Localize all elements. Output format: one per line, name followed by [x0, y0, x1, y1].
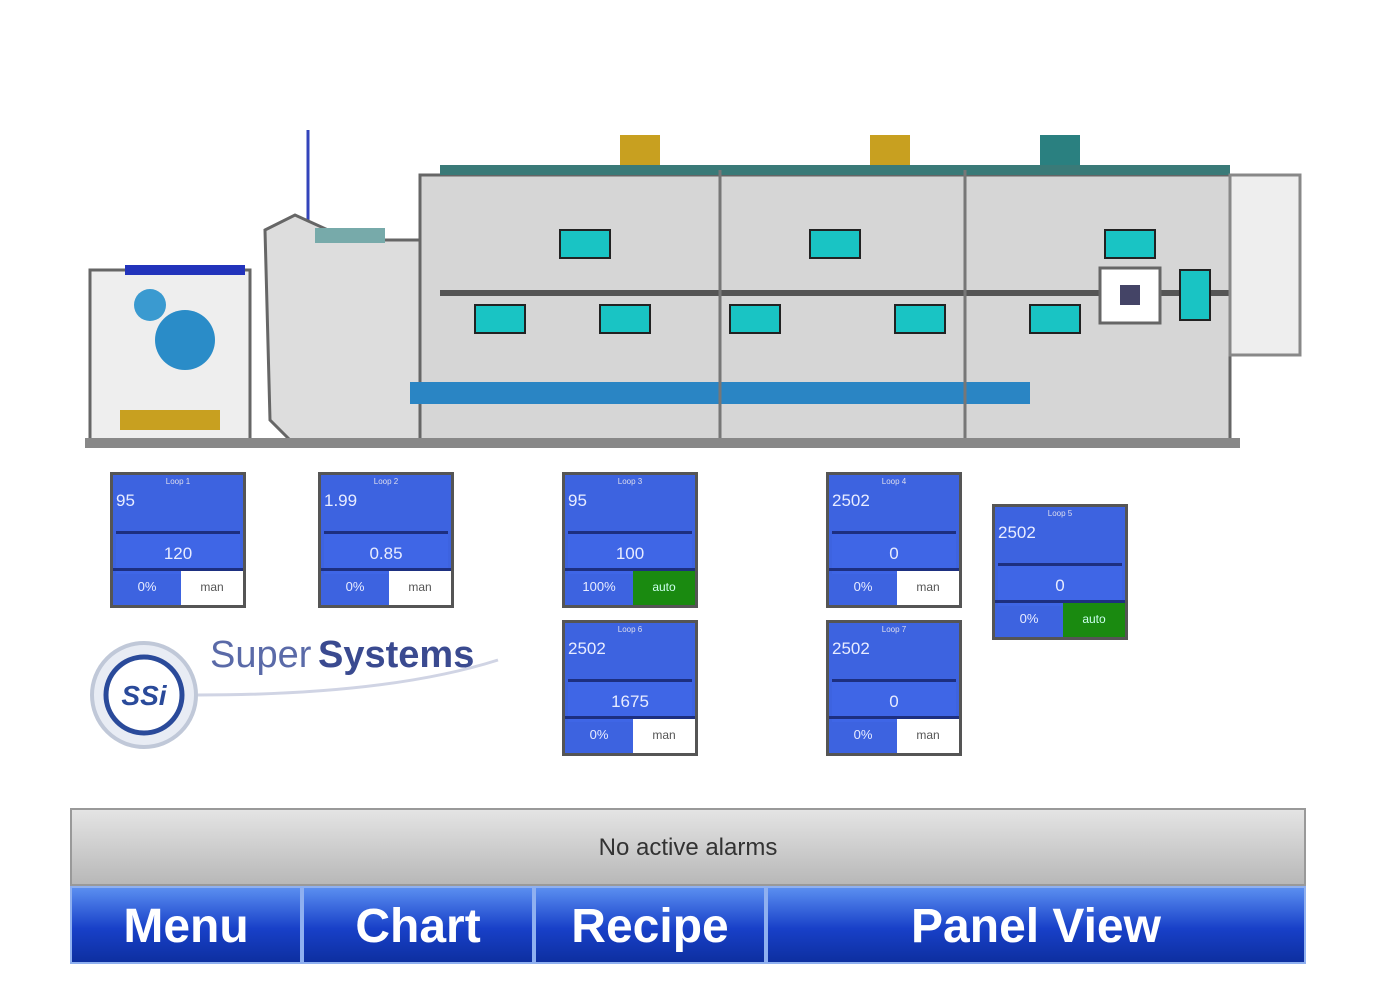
loop-label: Loop 5: [1047, 509, 1073, 518]
setpoint-field[interactable]: 100: [568, 531, 692, 574]
loop-panel-5[interactable]: Loop 5 2502 0 0% auto: [992, 504, 1128, 640]
supersystems-logo: SSi Super Systems: [90, 634, 499, 749]
output-percent: 100%: [565, 568, 633, 605]
bottom-nav: Menu Chart Recipe Panel View: [70, 886, 1306, 964]
output-percent: 0%: [995, 600, 1063, 637]
process-value: 1.99: [324, 491, 358, 510]
loop-panel-4[interactable]: Loop 4 2502 0 0% man: [826, 472, 962, 608]
mode-toggle[interactable]: man: [181, 568, 243, 605]
loop-label: Loop 1: [165, 477, 191, 486]
process-value: 2502: [568, 639, 606, 658]
mode-toggle[interactable]: man: [389, 568, 451, 605]
panel-view-button[interactable]: Panel View: [766, 886, 1306, 964]
logo-name-a: Super: [210, 634, 312, 676]
process-value: 95: [568, 491, 587, 510]
loop-label: Loop 3: [617, 477, 643, 486]
mode-toggle[interactable]: man: [897, 716, 959, 753]
logo-mark: SSi: [121, 680, 167, 711]
loop-panel-2[interactable]: Loop 2 1.99 0.85 0% man: [318, 472, 454, 608]
setpoint-field[interactable]: 120: [116, 531, 240, 574]
setpoint-field[interactable]: 0: [832, 679, 956, 722]
loop-label: Loop 2: [373, 477, 399, 486]
loop-panel-1[interactable]: Loop 1 95 120 0% man: [110, 472, 246, 608]
loop-panel-3[interactable]: Loop 3 95 100 100% auto: [562, 472, 698, 608]
logo-name-b: Systems: [318, 634, 474, 676]
menu-button[interactable]: Menu: [70, 886, 302, 964]
loop-panel-6[interactable]: Loop 6 2502 1675 0% man: [562, 620, 698, 756]
mode-toggle[interactable]: man: [633, 716, 695, 753]
output-percent: 0%: [321, 568, 389, 605]
chart-button[interactable]: Chart: [302, 886, 534, 964]
output-percent: 0%: [113, 568, 181, 605]
process-value: 95: [116, 491, 135, 510]
mode-toggle[interactable]: auto: [1063, 600, 1125, 637]
process-value: 2502: [832, 491, 870, 510]
furnace-line-diagram: [85, 130, 1302, 448]
output-percent: 0%: [565, 716, 633, 753]
setpoint-field[interactable]: 0: [832, 531, 956, 574]
setpoint-field[interactable]: 0: [998, 563, 1122, 606]
mode-toggle[interactable]: auto: [633, 568, 695, 605]
loop-label: Loop 4: [881, 477, 907, 486]
setpoint-field[interactable]: 0.85: [324, 531, 448, 574]
recipe-button[interactable]: Recipe: [534, 886, 766, 964]
process-value: 2502: [998, 523, 1036, 542]
output-percent: 0%: [829, 716, 897, 753]
process-value: 2502: [832, 639, 870, 658]
alarm-banner[interactable]: No active alarms: [70, 808, 1306, 886]
mode-toggle[interactable]: man: [897, 568, 959, 605]
loop-label: Loop 6: [617, 625, 643, 634]
output-percent: 0%: [829, 568, 897, 605]
setpoint-field[interactable]: 1675: [568, 679, 692, 722]
loop-label: Loop 7: [881, 625, 907, 634]
loop-panel-7[interactable]: Loop 7 2502 0 0% man: [826, 620, 962, 756]
